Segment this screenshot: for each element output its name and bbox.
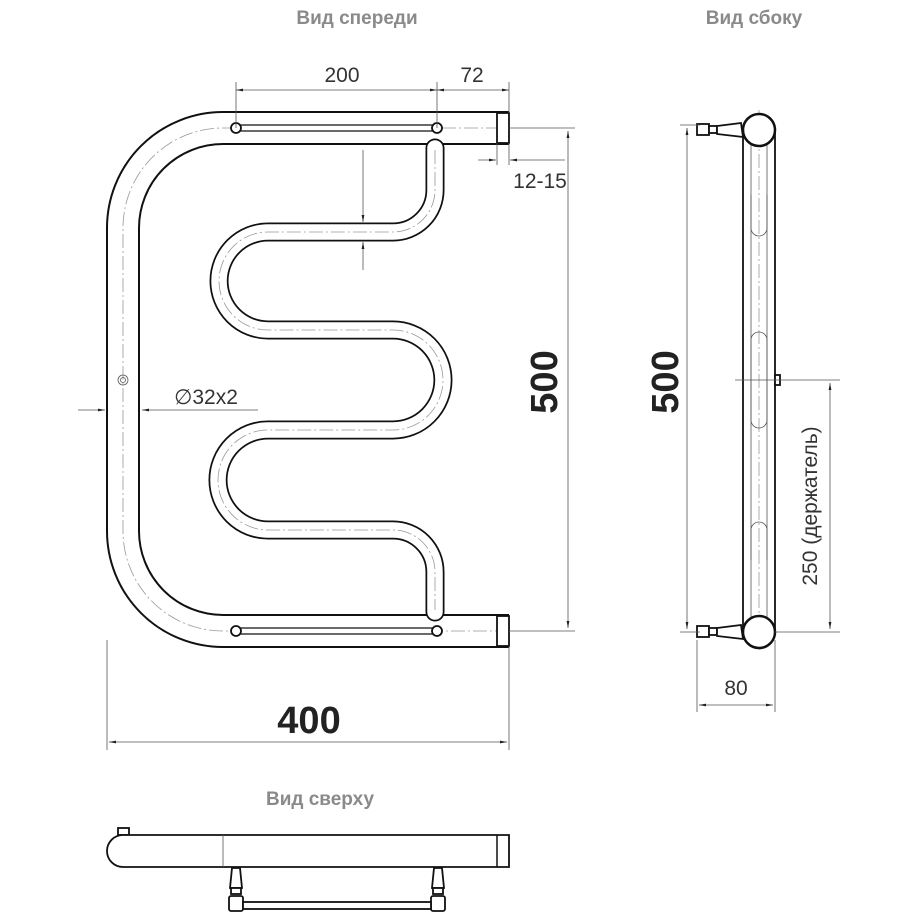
top-view-title: Вид сверху: [266, 789, 374, 810]
dim-height-side: 500: [645, 350, 687, 413]
top-view: [106, 827, 510, 912]
dim-200: 200: [324, 64, 359, 87]
wall-holder-bottom: [696, 623, 745, 641]
dim-pipe: ∅32x2: [174, 386, 238, 409]
dim-gap: 12-15: [513, 170, 567, 193]
holder-right: [430, 867, 446, 912]
dim-depth: 80: [724, 677, 747, 700]
side-view: [680, 110, 840, 712]
dim-width: 400: [277, 700, 340, 742]
wall-holder-top: [696, 121, 745, 139]
dim-holder: 250 (держатель): [799, 426, 822, 585]
front-view-title: Вид спереди: [296, 8, 417, 29]
front-view: [78, 82, 575, 750]
holder-left: [228, 867, 244, 912]
dim-72: 72: [460, 64, 483, 87]
side-view-title: Вид сбоку: [706, 8, 803, 29]
dim-height-front: 500: [524, 350, 566, 413]
